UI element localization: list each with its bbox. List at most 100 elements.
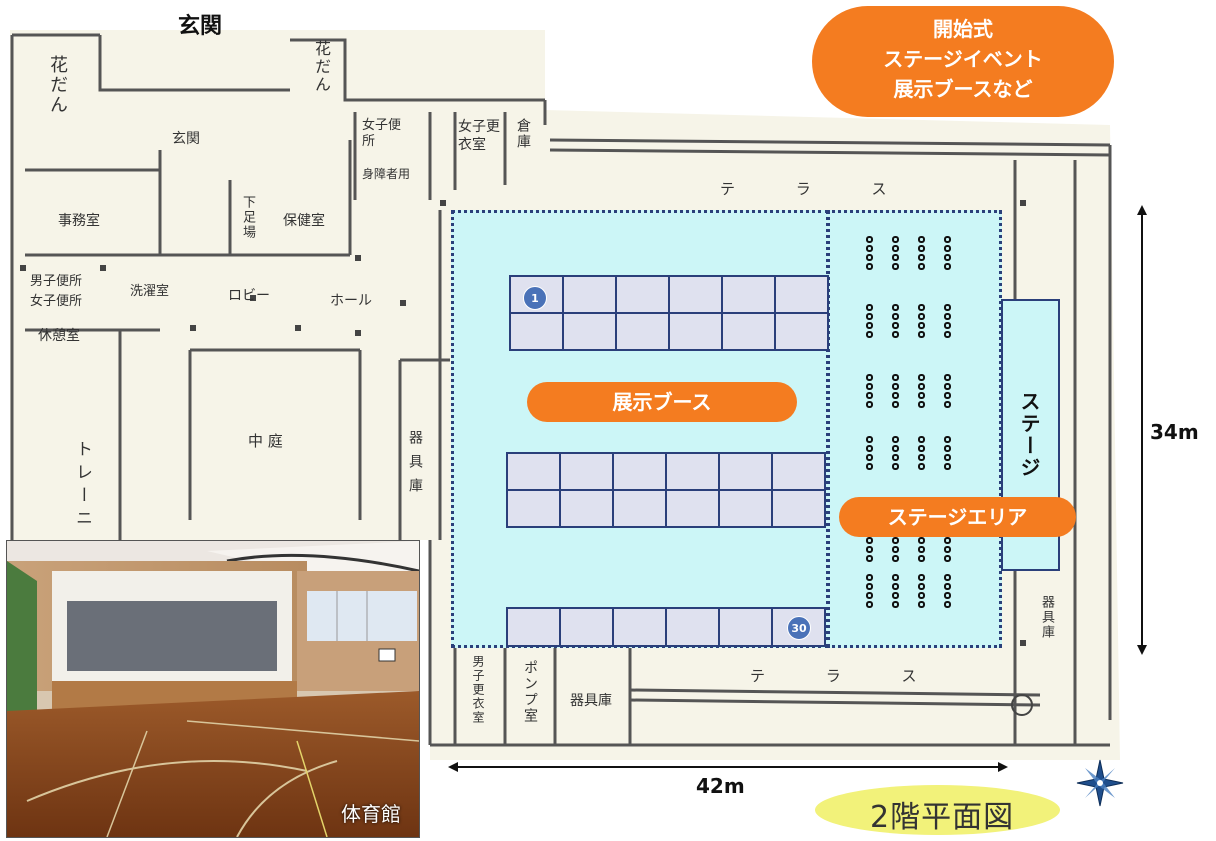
audience-chair — [866, 392, 873, 399]
booth[interactable] — [507, 490, 560, 527]
shoe-area-label: 下足場 — [240, 195, 255, 240]
audience-chair — [892, 537, 899, 544]
audience-chair — [892, 463, 899, 470]
height-dimension-label: 34m — [1150, 420, 1199, 444]
equipment-room-1-label: 器具庫 — [407, 430, 423, 502]
equipment-room-2-label: 器具庫 — [570, 693, 612, 709]
booth[interactable] — [669, 276, 722, 313]
flower-bed-label-right: 花だん — [312, 40, 331, 94]
audience-chair — [944, 401, 951, 408]
audience-chair — [944, 454, 951, 461]
booth[interactable]: 30 — [772, 608, 825, 646]
audience-chair — [944, 463, 951, 470]
stage-area — [827, 210, 1002, 648]
audience-chair — [892, 454, 899, 461]
booth[interactable] — [613, 453, 666, 490]
audience-chair — [918, 445, 925, 452]
booth-number-badge-last: 30 — [787, 616, 811, 640]
booth[interactable] — [722, 313, 775, 350]
audience-chair — [944, 436, 951, 443]
audience-chair — [944, 601, 951, 608]
audience-chair — [918, 331, 925, 338]
booth[interactable] — [563, 276, 616, 313]
booth-number-badge-first: 1 — [523, 286, 547, 310]
courtyard-label: 中 庭 — [248, 432, 283, 450]
audience-chair — [892, 383, 899, 390]
booth[interactable] — [563, 313, 616, 350]
audience-chair — [944, 313, 951, 320]
booth[interactable] — [775, 313, 828, 350]
audience-chair — [944, 331, 951, 338]
booth[interactable] — [772, 453, 825, 490]
audience-chair — [944, 245, 951, 252]
audience-chair — [866, 546, 873, 553]
audience-chair — [918, 383, 925, 390]
pump-room-label: ポンプ室 — [522, 660, 538, 724]
booth[interactable] — [719, 453, 772, 490]
laundry-label: 洗濯室 — [130, 284, 170, 299]
disabled-toilet-label: 身障者用 — [362, 167, 411, 181]
event-line-booths: 展示ブースなど — [893, 77, 1033, 101]
equipment-room-3-label: 器具庫 — [1039, 595, 1054, 640]
entrance-title: 玄関 — [178, 14, 223, 39]
storage-top-label: 倉庫 — [515, 118, 531, 150]
audience-chair — [892, 583, 899, 590]
audience-chair — [892, 254, 899, 261]
audience-chair — [866, 254, 873, 261]
audience-chair — [866, 331, 873, 338]
audience-chair — [918, 374, 925, 381]
audience-chair — [892, 245, 899, 252]
booth[interactable] — [666, 453, 719, 490]
audience-chair — [866, 304, 873, 311]
booth[interactable]: 1 — [510, 276, 563, 313]
floor-label-background — [815, 785, 1060, 835]
booth[interactable] — [775, 276, 828, 313]
booth[interactable] — [616, 313, 669, 350]
booth[interactable] — [560, 453, 613, 490]
booth[interactable] — [666, 608, 719, 646]
audience-chair — [918, 304, 925, 311]
audience-chair — [944, 254, 951, 261]
booth[interactable] — [507, 608, 560, 646]
audience-chair — [892, 304, 899, 311]
audience-chair — [892, 436, 899, 443]
audience-chair — [892, 392, 899, 399]
booth[interactable] — [613, 490, 666, 527]
audience-chair — [892, 322, 899, 329]
booth[interactable] — [669, 313, 722, 350]
terrace-bottom-label: テ ラ ス — [750, 667, 945, 685]
audience-chair — [944, 374, 951, 381]
audience-chair — [944, 383, 951, 390]
booth[interactable] — [510, 313, 563, 350]
audience-chair — [866, 555, 873, 562]
event-line-opening: 開始式 — [933, 17, 993, 41]
booth[interactable] — [666, 490, 719, 527]
boys-changing-label: 男子更衣室 — [471, 655, 485, 725]
width-dimension-label: 42m — [696, 774, 745, 798]
flower-bed-label-left: 花だん — [47, 55, 68, 115]
event-line-stage: ステージイベント — [883, 47, 1043, 71]
booth[interactable] — [560, 490, 613, 527]
audience-chair — [892, 236, 899, 243]
audience-chair — [866, 313, 873, 320]
audience-chair — [944, 392, 951, 399]
booth[interactable] — [722, 276, 775, 313]
booth[interactable] — [719, 490, 772, 527]
audience-chair — [944, 574, 951, 581]
booth[interactable] — [616, 276, 669, 313]
exhibit-booth-label: 展示ブース — [527, 382, 797, 422]
audience-chair — [892, 331, 899, 338]
booth[interactable] — [560, 608, 613, 646]
booth[interactable] — [613, 608, 666, 646]
audience-chair — [918, 546, 925, 553]
audience-chair — [892, 374, 899, 381]
audience-seating — [866, 236, 956, 626]
booth[interactable] — [719, 608, 772, 646]
booth[interactable] — [772, 490, 825, 527]
audience-chair — [892, 601, 899, 608]
audience-chair — [866, 463, 873, 470]
training-label: トレーニ — [72, 440, 92, 532]
audience-chair — [866, 454, 873, 461]
audience-chair — [918, 583, 925, 590]
booth[interactable] — [507, 453, 560, 490]
